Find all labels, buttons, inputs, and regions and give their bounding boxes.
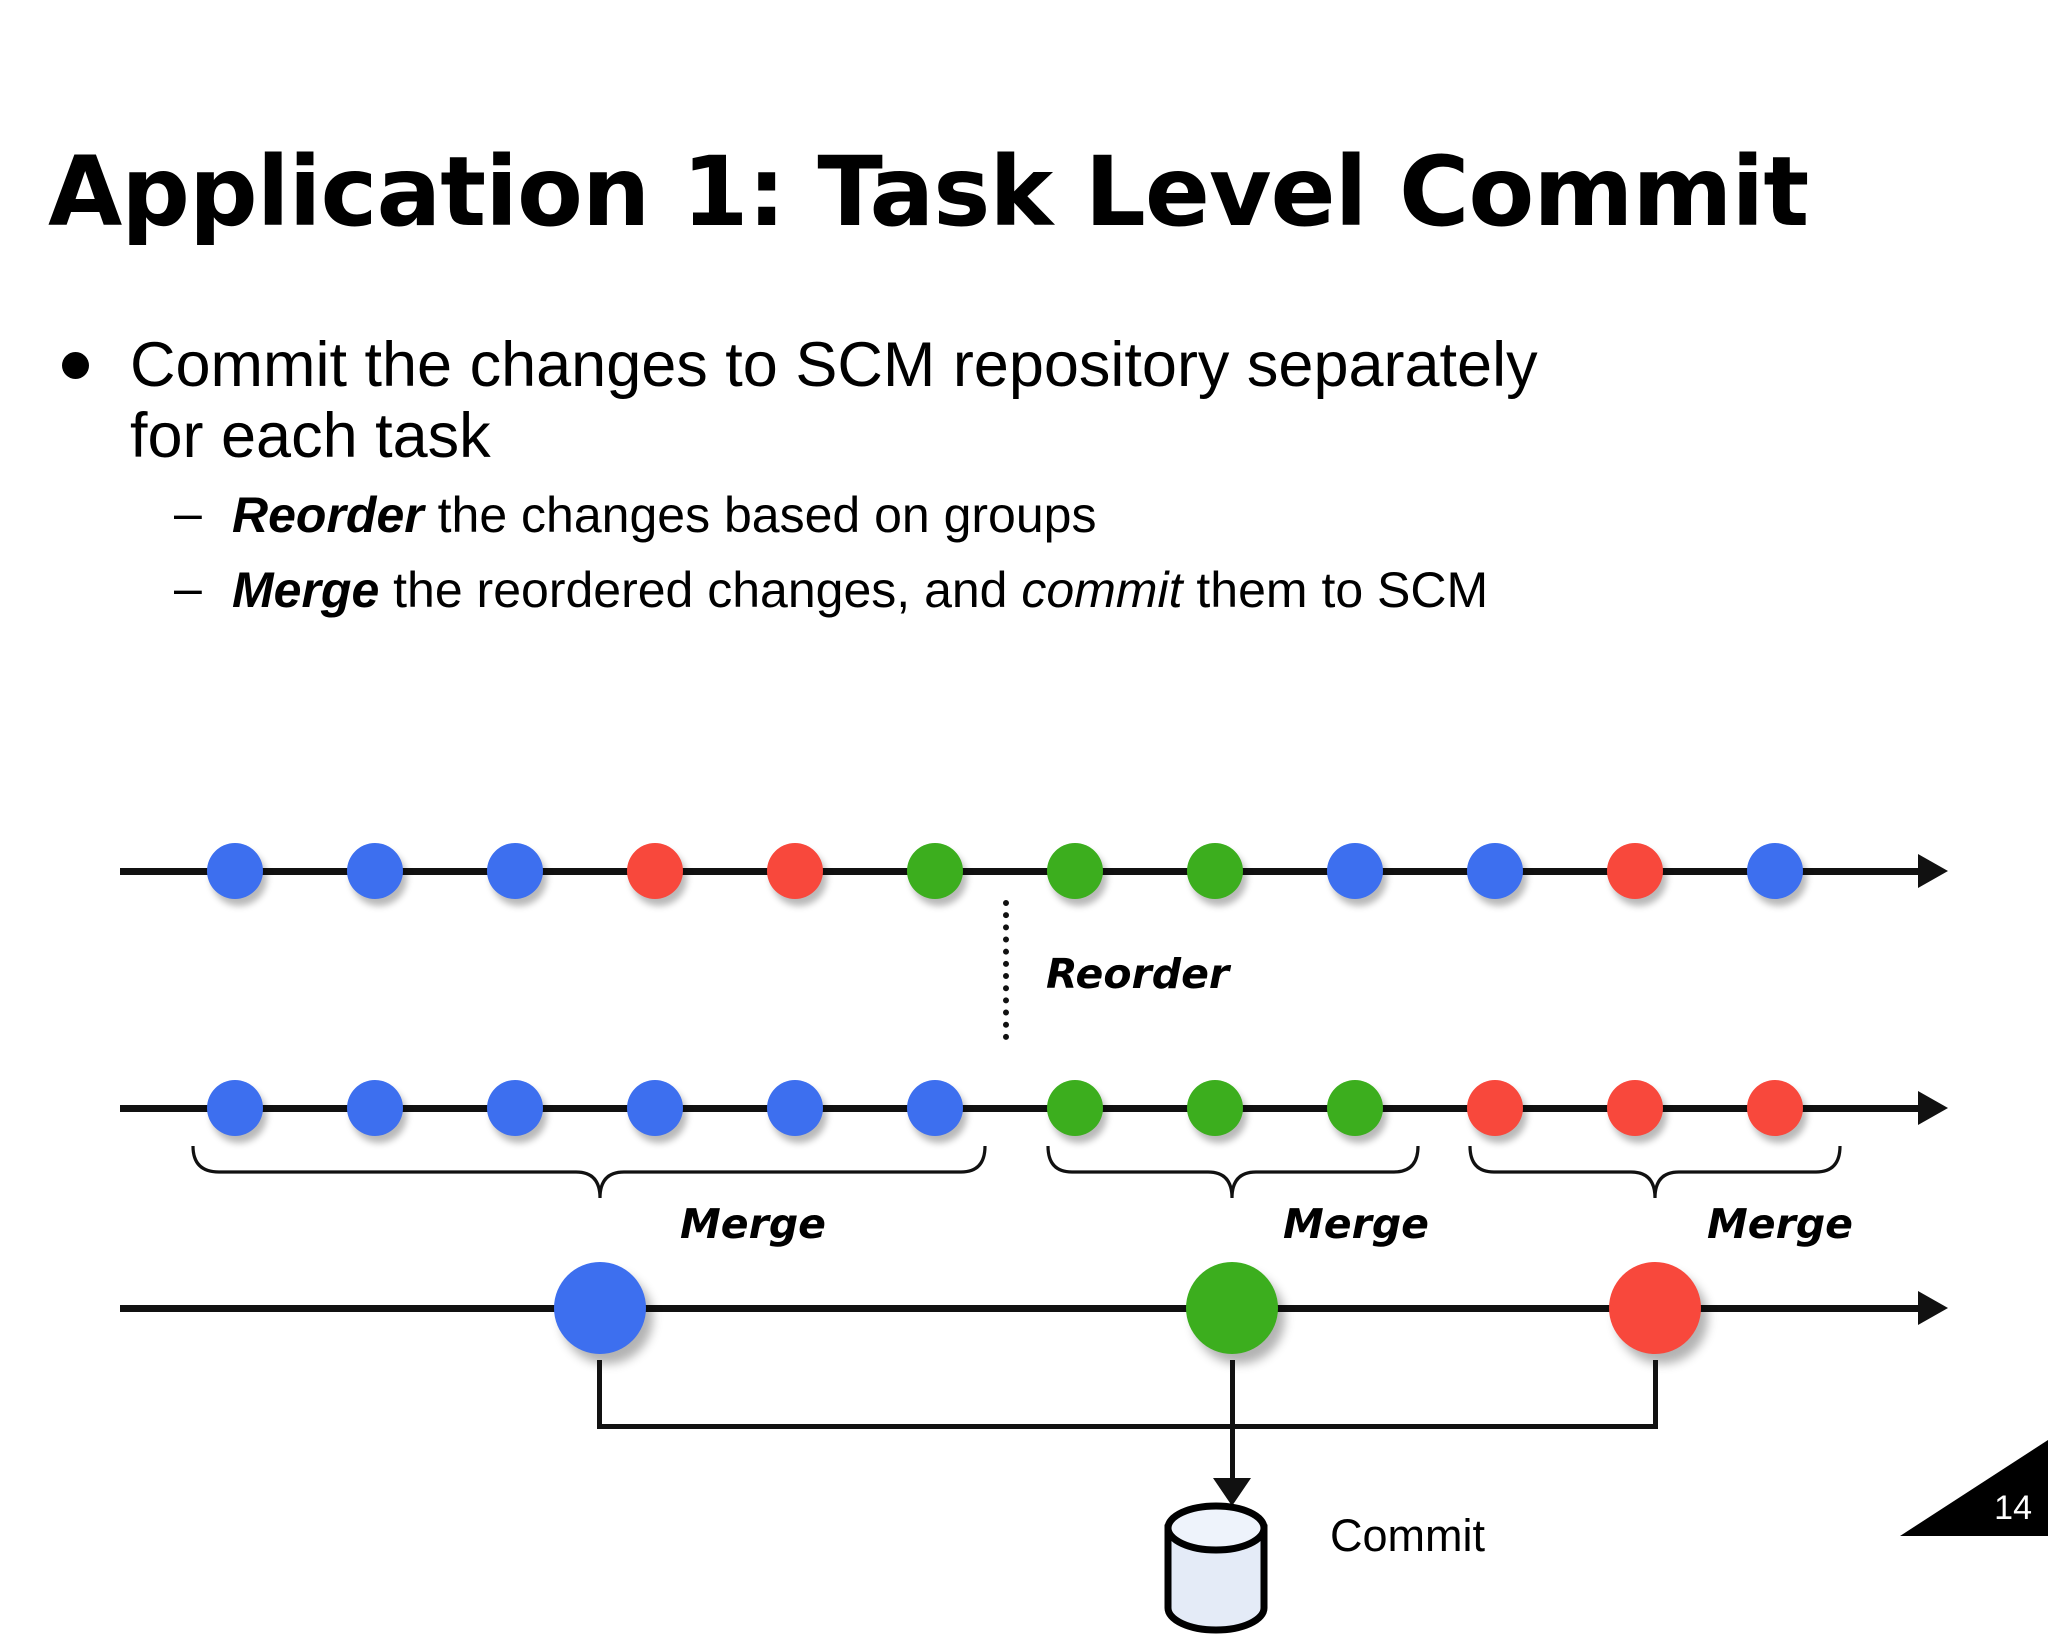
merge-braces [191, 1145, 1842, 1199]
sub-lead-merge: Merge [232, 562, 380, 619]
commit-arrow-icon [1213, 1478, 1251, 1506]
change-node-reordered-blue-1 [207, 1080, 263, 1136]
connector-drop-blue [597, 1360, 602, 1428]
timeline-axis-original [120, 868, 1920, 875]
bullet-dot-icon [62, 352, 89, 379]
connector-drop-red [1653, 1360, 1658, 1428]
change-node-original-red-4 [627, 843, 683, 899]
bullet-sub-reorder: – Reorder the changes based on groups [52, 485, 2012, 546]
reorder-divider [1003, 900, 1009, 1040]
change-node-original-blue-12 [1747, 843, 1803, 899]
slide-root: Application 1: Task Level Commit Commit … [0, 136, 2048, 1634]
brace-group-1 [191, 1145, 987, 1199]
corner-triangle-shape [1900, 1440, 2048, 1536]
change-node-original-green-7 [1047, 843, 1103, 899]
sub-lead-reorder: Reorder [232, 487, 424, 544]
change-node-original-red-11 [1607, 843, 1663, 899]
sub-emph-commit: commit [1021, 562, 1183, 619]
bullet-sub-merge: – Merge the reordered changes, and commi… [52, 560, 2012, 621]
timeline-arrow-reordered [1918, 1091, 1948, 1125]
bullet-main-line1: Commit the changes to SCM repository sep… [130, 330, 1538, 400]
change-node-original-blue-10 [1467, 843, 1523, 899]
timeline-axis-merged [120, 1305, 1920, 1312]
connector-bus [597, 1424, 1658, 1429]
sub-dash-icon: – [174, 560, 202, 617]
sub-rest-merge-b: them to SCM [1182, 562, 1489, 619]
change-node-reordered-red-12 [1747, 1080, 1803, 1136]
page-number-corner: 14 [1900, 1440, 2048, 1536]
brace-group-3 [1468, 1145, 1842, 1199]
change-node-original-blue-2 [347, 843, 403, 899]
merge-label-3: Merge [1707, 1200, 1853, 1248]
change-node-original-blue-3 [487, 843, 543, 899]
change-node-original-blue-1 [207, 843, 263, 899]
repository-cylinder-icon [1164, 1502, 1268, 1634]
bullet-main-line2: for each task [130, 400, 491, 471]
change-node-reordered-blue-3 [487, 1080, 543, 1136]
change-node-reordered-green-8 [1187, 1080, 1243, 1136]
change-node-reordered-green-7 [1047, 1080, 1103, 1136]
merged-node-red [1609, 1262, 1701, 1354]
sub-dash-icon: – [174, 485, 202, 542]
sub-rest-reorder: the changes based on groups [423, 487, 1097, 544]
commit-text-label: Commit [1330, 1510, 1485, 1561]
page-title: Application 1: Task Level Commit [48, 136, 1809, 249]
change-node-reordered-red-11 [1607, 1080, 1663, 1136]
bullet-list: Commit the changes to SCM repository sep… [52, 330, 2012, 621]
connector-drop-green [1230, 1360, 1235, 1428]
change-node-original-red-5 [767, 843, 823, 899]
merged-node-blue [554, 1262, 646, 1354]
merged-node-green [1186, 1262, 1278, 1354]
brace-group-2 [1046, 1145, 1420, 1199]
page-number: 14 [1994, 1489, 2032, 1527]
merge-label-2: Merge [1283, 1200, 1429, 1248]
change-node-reordered-red-10 [1467, 1080, 1523, 1136]
change-node-original-green-8 [1187, 843, 1243, 899]
sub-rest-merge-a: the reordered changes, and [379, 562, 1022, 619]
change-node-original-green-6 [907, 843, 963, 899]
change-node-original-blue-9 [1327, 843, 1383, 899]
timeline-arrow-original [1918, 854, 1948, 888]
timeline-axis-reordered [120, 1105, 1920, 1112]
change-node-reordered-blue-5 [767, 1080, 823, 1136]
merge-label-1: Merge [680, 1200, 826, 1248]
connector-to-repo [1230, 1424, 1235, 1482]
change-node-reordered-green-9 [1327, 1080, 1383, 1136]
change-node-reordered-blue-6 [907, 1080, 963, 1136]
change-node-reordered-blue-4 [627, 1080, 683, 1136]
reorder-label: Reorder [1046, 950, 1230, 998]
timeline-arrow-merged [1918, 1291, 1948, 1325]
task-level-commit-diagram: Reorder Merge Merge Merge [0, 760, 2048, 1634]
change-node-reordered-blue-2 [347, 1080, 403, 1136]
bullet-main: Commit the changes to SCM repository sep… [52, 330, 2012, 471]
